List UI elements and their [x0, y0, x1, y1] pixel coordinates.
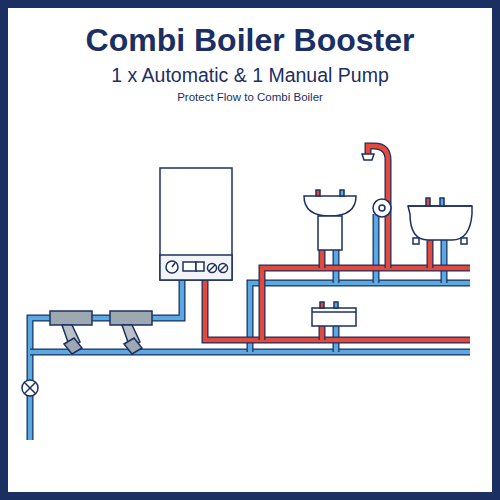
hot-pipes-part [428, 240, 433, 268]
cold-pipes-part [373, 214, 380, 283]
shower-part [373, 199, 391, 217]
hot-pipes-part [320, 250, 325, 268]
cold-pipes-part [442, 240, 447, 283]
combi-boiler-part [166, 261, 178, 273]
shower-part [362, 154, 374, 160]
title: Combi Boiler Booster [0, 22, 500, 59]
booster-pumps-part [124, 338, 142, 354]
kitchen-sink-part [320, 302, 324, 308]
wash-basin-part [316, 190, 320, 196]
combi-boiler-part [160, 168, 232, 280]
hot-pipes-part [427, 240, 434, 268]
kitchen-sink-part [334, 302, 338, 308]
kitchen-sink [312, 302, 356, 326]
combi-boiler-part [220, 265, 226, 271]
stop-valve-part [25, 383, 36, 394]
combi-boiler-part [208, 264, 217, 273]
hot-pipes-part [262, 268, 470, 340]
combi-boiler-part [219, 264, 228, 273]
cold-pipes [30, 214, 470, 440]
cold-pipes-part [441, 240, 448, 283]
bath-part [461, 238, 467, 244]
hot-pipes [205, 146, 470, 340]
stop-valve-part [22, 380, 38, 396]
tagline: Protect Flow to Combi Boiler [0, 91, 500, 104]
combi-boiler-part [196, 262, 204, 271]
kitchen-sink-part [312, 308, 356, 326]
bath-part [426, 198, 430, 206]
cold-pipes-part [374, 214, 379, 283]
bath-part [413, 238, 419, 244]
wash-basin [304, 190, 356, 250]
wash-basin-part [340, 190, 344, 196]
hot-pipes-part [319, 250, 326, 268]
combi-boiler-part [183, 262, 196, 271]
combi-boiler-part [160, 255, 232, 280]
wash-basin-part [318, 216, 342, 250]
booster-pumps [50, 311, 152, 354]
combi-boiler-part [172, 263, 175, 267]
stop-valve [22, 380, 38, 396]
hot-pipes-part [320, 326, 325, 340]
cold-pipes-part [30, 280, 182, 440]
shower [362, 154, 391, 217]
booster-pumps-part [50, 311, 92, 325]
kitchen-sink-part [312, 311, 356, 313]
bath-part [408, 206, 472, 240]
bath [408, 198, 472, 244]
stop-valve-part [25, 383, 36, 394]
booster-pumps-part [64, 338, 82, 354]
hot-pipes-part [319, 326, 326, 340]
booster-pumps-part [110, 311, 152, 325]
shower-part [379, 205, 385, 211]
cold-pipes-part [30, 280, 182, 440]
subtitle: 1 x Automatic & 1 Manual Pump [0, 64, 500, 86]
combi-boiler-part [209, 265, 215, 271]
hot-pipes-part [262, 268, 470, 340]
hot-pipes-part [205, 280, 470, 340]
combi-boiler [160, 168, 232, 280]
wash-basin-part [304, 196, 356, 216]
hot-pipes-part [205, 280, 470, 340]
bath-part [440, 198, 444, 206]
